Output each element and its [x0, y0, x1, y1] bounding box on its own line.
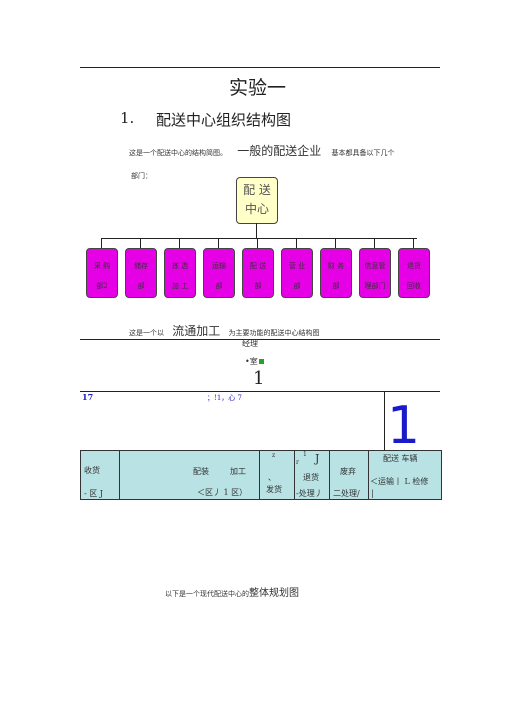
dept-label-2: 理部门: [364, 282, 386, 290]
dept-box: 营 业部: [281, 248, 313, 298]
section-title: 配送中心组织结构图: [156, 111, 292, 129]
dept-bus: [101, 238, 417, 239]
footer-caption: 以下是一个现代配送中心的整体规划图: [165, 584, 299, 599]
mid-rule: [80, 391, 440, 392]
dept-label-1: 储存: [134, 262, 148, 270]
dept-label-2: 回收: [407, 282, 421, 290]
center-connector: [256, 223, 257, 238]
office-text: •室: [245, 357, 258, 366]
receiving-label: 收货: [84, 466, 100, 475]
dept-box: 信息管理部门: [359, 248, 391, 298]
dept-label-2: 加 工: [171, 282, 189, 290]
dept-label-1: 信息管: [364, 262, 386, 270]
cell-divider-2: [259, 450, 260, 500]
page-title: 实验一: [229, 77, 287, 99]
garbled-mid: ；!1，心 7: [207, 394, 242, 402]
dept-label-1: 财 务: [327, 262, 345, 270]
return-j: J: [315, 452, 320, 465]
intro-line2: 部门：: [131, 172, 152, 180]
caption-2-after: 为主要功能的配送中心结构图: [228, 329, 320, 337]
digit-one-big: 1: [387, 396, 421, 456]
dept-label-1: 配 送: [249, 262, 267, 270]
dept-label-2: 部: [332, 282, 340, 290]
ship-dot: 、: [268, 473, 276, 482]
receiving-sub: - 区 J: [84, 489, 103, 498]
return-r: r: [296, 459, 299, 466]
cell-divider-3: [294, 450, 295, 500]
section-number: 1.: [120, 109, 135, 127]
dept-label-2: 部: [215, 282, 223, 290]
dept-connector: [335, 238, 336, 248]
intro-text: 这是一个配送中心的结构简图。 一般的配送企业 基本都具备以下几个: [129, 142, 394, 159]
waste-label: 废弃: [340, 467, 356, 476]
top-rule: [80, 67, 440, 68]
dept-label-2: 部: [293, 282, 301, 290]
dept-connector: [179, 238, 180, 248]
dept-connector: [296, 238, 297, 248]
manager-label: 经理: [242, 339, 258, 348]
dept-box: 配 送部: [242, 248, 274, 298]
center-node-line2: 中心: [244, 202, 269, 216]
caption-2-rule: [80, 339, 440, 340]
dept-connector: [218, 238, 219, 248]
pack-sub: ＜区丿 1 区）: [197, 488, 248, 497]
return-mark: 1: [303, 451, 307, 458]
return-label: 退货: [303, 473, 319, 482]
waste-sub: 二处理/: [333, 489, 360, 498]
right-divider: [384, 392, 385, 450]
dept-label-1: 采 购: [93, 262, 111, 270]
vehicle-label: 配送 车辆: [383, 454, 418, 463]
dept-label-1: 运输: [212, 262, 226, 270]
dept-label-2: 部: [254, 282, 262, 290]
footer-highlight: 整体规划图: [249, 588, 299, 599]
dept-box: 运输部: [203, 248, 235, 298]
process-label: 加工: [230, 467, 246, 476]
dept-label-2: 部: [137, 282, 145, 290]
pack-label: 配装: [193, 467, 209, 476]
center-node: 配 送 中心: [236, 177, 278, 224]
dept-connector: [101, 238, 102, 248]
ship-mark: z: [272, 452, 276, 459]
dept-connector: [140, 238, 141, 248]
dept-box: 采 购部2: [86, 248, 118, 298]
dept-label-1: 退货: [407, 262, 421, 270]
office-label: •室: [245, 356, 264, 367]
cell-divider-1: [119, 450, 120, 500]
caption-2-highlight: 流通加工: [172, 324, 221, 338]
dept-label-2: 部2: [96, 282, 108, 290]
digit-one-mid: 1: [253, 368, 265, 389]
dept-connector: [374, 238, 375, 248]
dept-box: 退货回收: [398, 248, 430, 298]
dept-label-1: 拣 选: [171, 262, 189, 270]
dept-connector: [257, 238, 258, 248]
intro-highlight: 一般的配送企业: [237, 144, 322, 158]
dept-label-1: 营 业: [288, 262, 306, 270]
garbled-left: 17: [82, 392, 94, 402]
return-sub: -处理丿: [296, 489, 323, 498]
center-node-line1: 配 送: [243, 183, 271, 197]
dept-box: 储存部: [125, 248, 157, 298]
caption-2-before: 这是一个以: [129, 329, 164, 337]
green-square-icon: [258, 359, 264, 364]
cell-divider-4: [329, 450, 330, 500]
vehicle-sub: ＜运输丨 L 检修: [370, 477, 429, 486]
vehicle-mark: |: [371, 489, 374, 498]
footer-before: 以下是一个现代配送中心的: [165, 590, 249, 598]
caption-2: 这是一个以 流通加工 为主要功能的配送中心结构图: [129, 322, 319, 339]
intro-before: 这是一个配送中心的结构简图。: [129, 149, 227, 157]
function-table: [80, 450, 442, 500]
cell-divider-5: [368, 450, 369, 500]
dept-box: 财 务部: [320, 248, 352, 298]
ship-label: 发货: [266, 485, 282, 494]
dept-box: 拣 选加 工: [164, 248, 196, 298]
dept-connector: [413, 238, 414, 248]
intro-after: 基本都具备以下几个: [331, 149, 395, 157]
